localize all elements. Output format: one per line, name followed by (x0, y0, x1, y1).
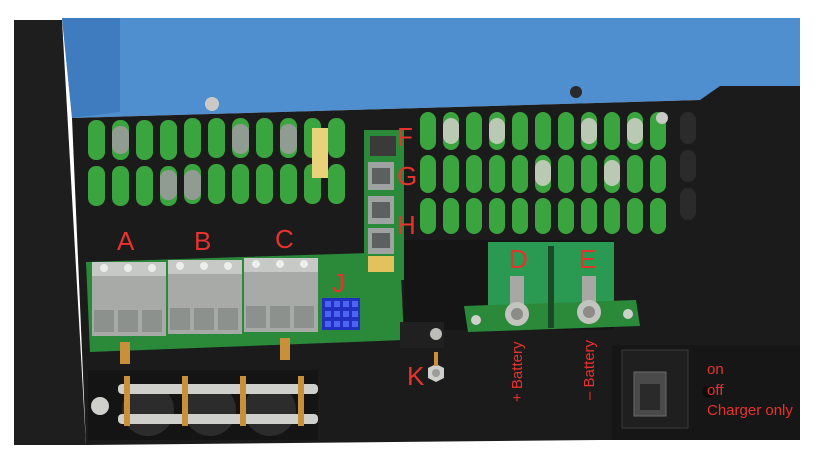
cable-glands (88, 370, 318, 440)
plus-battery-label: + Battery (509, 341, 526, 402)
terminal-block-b (168, 260, 242, 334)
switch-charger-only-label: Charger only (707, 402, 793, 419)
vent-grille-left (88, 118, 345, 206)
battery-bolt-plus (505, 276, 529, 326)
label-b: B (194, 226, 212, 256)
battery-terminal-plate (404, 240, 640, 332)
label-h: H (397, 210, 416, 240)
label-j: J (332, 268, 345, 298)
label-f: F (397, 122, 413, 152)
pcb-standoffs (120, 338, 290, 364)
ground-stud-k (400, 322, 444, 382)
vertical-board (364, 130, 404, 280)
switch-off-label: off (707, 382, 724, 399)
label-d: D (509, 244, 528, 274)
jumper-connector-j (322, 298, 360, 330)
top-cover-shade (62, 18, 120, 118)
label-a: A (117, 226, 135, 256)
minus-battery-label: – Battery (581, 339, 598, 400)
terminal-block-c (244, 258, 318, 332)
label-g: G (397, 161, 418, 191)
switch-on-label: on (707, 361, 724, 378)
label-e: E (579, 244, 597, 274)
mains-switch (621, 349, 714, 429)
battery-bolt-minus (577, 276, 601, 324)
terminal-block-a (92, 262, 166, 336)
top-cover (62, 18, 800, 118)
housing-left-side (14, 20, 86, 445)
vent-grille-right (420, 112, 696, 234)
label-c: C (275, 224, 294, 254)
label-k: K (407, 361, 425, 391)
